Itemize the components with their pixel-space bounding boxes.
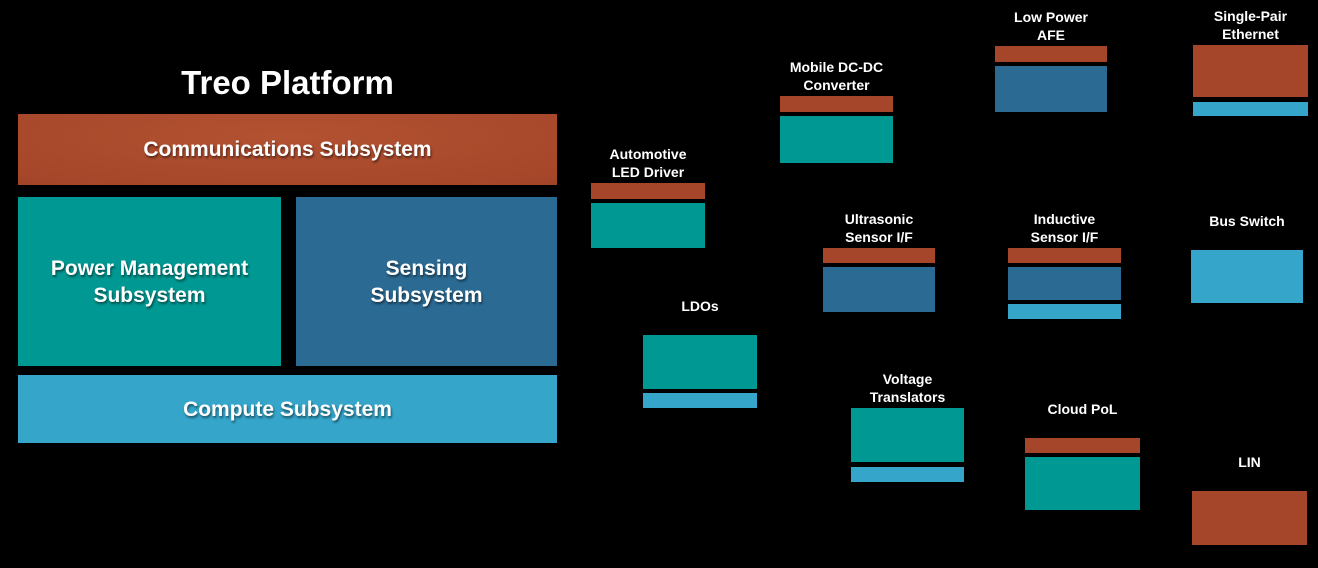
sensing-subsystem-label: Sensing Subsystem	[370, 256, 483, 307]
rust-segment	[1192, 491, 1307, 545]
rust-segment	[823, 248, 935, 263]
page-title: Treo Platform	[181, 64, 394, 101]
rust-segment	[1008, 248, 1121, 263]
product-low-power-afe: Low Power AFE	[995, 9, 1107, 112]
product-cloud-pol: Cloud PoL	[1025, 401, 1140, 510]
teal-segment	[851, 408, 964, 462]
rust-segment	[780, 96, 893, 112]
power-management-subsystem-label: Power Management Subsystem	[50, 256, 249, 307]
product-label: Voltage Translators	[869, 371, 946, 405]
teal-segment	[591, 203, 705, 248]
product-label: Ultrasonic Sensor I/F	[844, 211, 914, 245]
product-lin: LIN	[1192, 454, 1307, 545]
rust-segment	[1193, 45, 1308, 97]
light-blue-segment	[1191, 250, 1303, 303]
communications-subsystem-label: Communications Subsystem	[143, 138, 432, 161]
light-blue-segment	[851, 467, 964, 482]
teal-segment	[780, 116, 893, 163]
product-mobile-dcdc-converter: Mobile DC-DC Converter	[780, 59, 893, 163]
sensing-subsystem-block: Sensing Subsystem	[296, 197, 557, 366]
steel-blue-segment	[1008, 267, 1121, 300]
product-label: LDOs	[681, 298, 719, 314]
product-single-pair-ethernet: Single-Pair Ethernet	[1193, 8, 1308, 116]
product-bus-switch: Bus Switch	[1191, 213, 1303, 303]
product-label: Inductive Sensor I/F	[1030, 211, 1099, 245]
power-management-subsystem-block: Power Management Subsystem	[18, 197, 281, 366]
steel-blue-segment	[995, 66, 1107, 112]
rust-segment	[1025, 438, 1140, 453]
rust-segment	[995, 46, 1107, 62]
teal-segment	[643, 335, 757, 389]
product-inductive-sensor-if: Inductive Sensor I/F	[1008, 211, 1121, 319]
light-blue-segment	[643, 393, 757, 408]
compute-subsystem-label: Compute Subsystem	[183, 397, 392, 421]
light-blue-segment	[1193, 102, 1308, 116]
communications-subsystem-block: Communications Subsystem	[18, 114, 557, 185]
product-ldos: LDOs	[643, 298, 757, 408]
light-blue-segment	[1008, 304, 1121, 319]
product-label: Cloud PoL	[1047, 401, 1118, 417]
teal-segment	[1025, 457, 1140, 510]
steel-blue-segment	[823, 267, 935, 312]
product-label: Mobile DC-DC Converter	[789, 59, 884, 93]
product-label: Low Power AFE	[1014, 9, 1088, 43]
product-label: Single-Pair Ethernet	[1213, 8, 1288, 42]
product-ultrasonic-sensor-if: Ultrasonic Sensor I/F	[823, 211, 935, 312]
compute-subsystem-block: Compute Subsystem	[18, 375, 557, 443]
product-label: Bus Switch	[1209, 213, 1285, 229]
product-automotive-led-driver: Automotive LED Driver	[591, 146, 705, 248]
product-voltage-translators: Voltage Translators	[851, 371, 964, 482]
product-label: LIN	[1238, 454, 1261, 470]
rust-segment	[591, 183, 705, 199]
product-label: Automotive LED Driver	[609, 146, 687, 180]
